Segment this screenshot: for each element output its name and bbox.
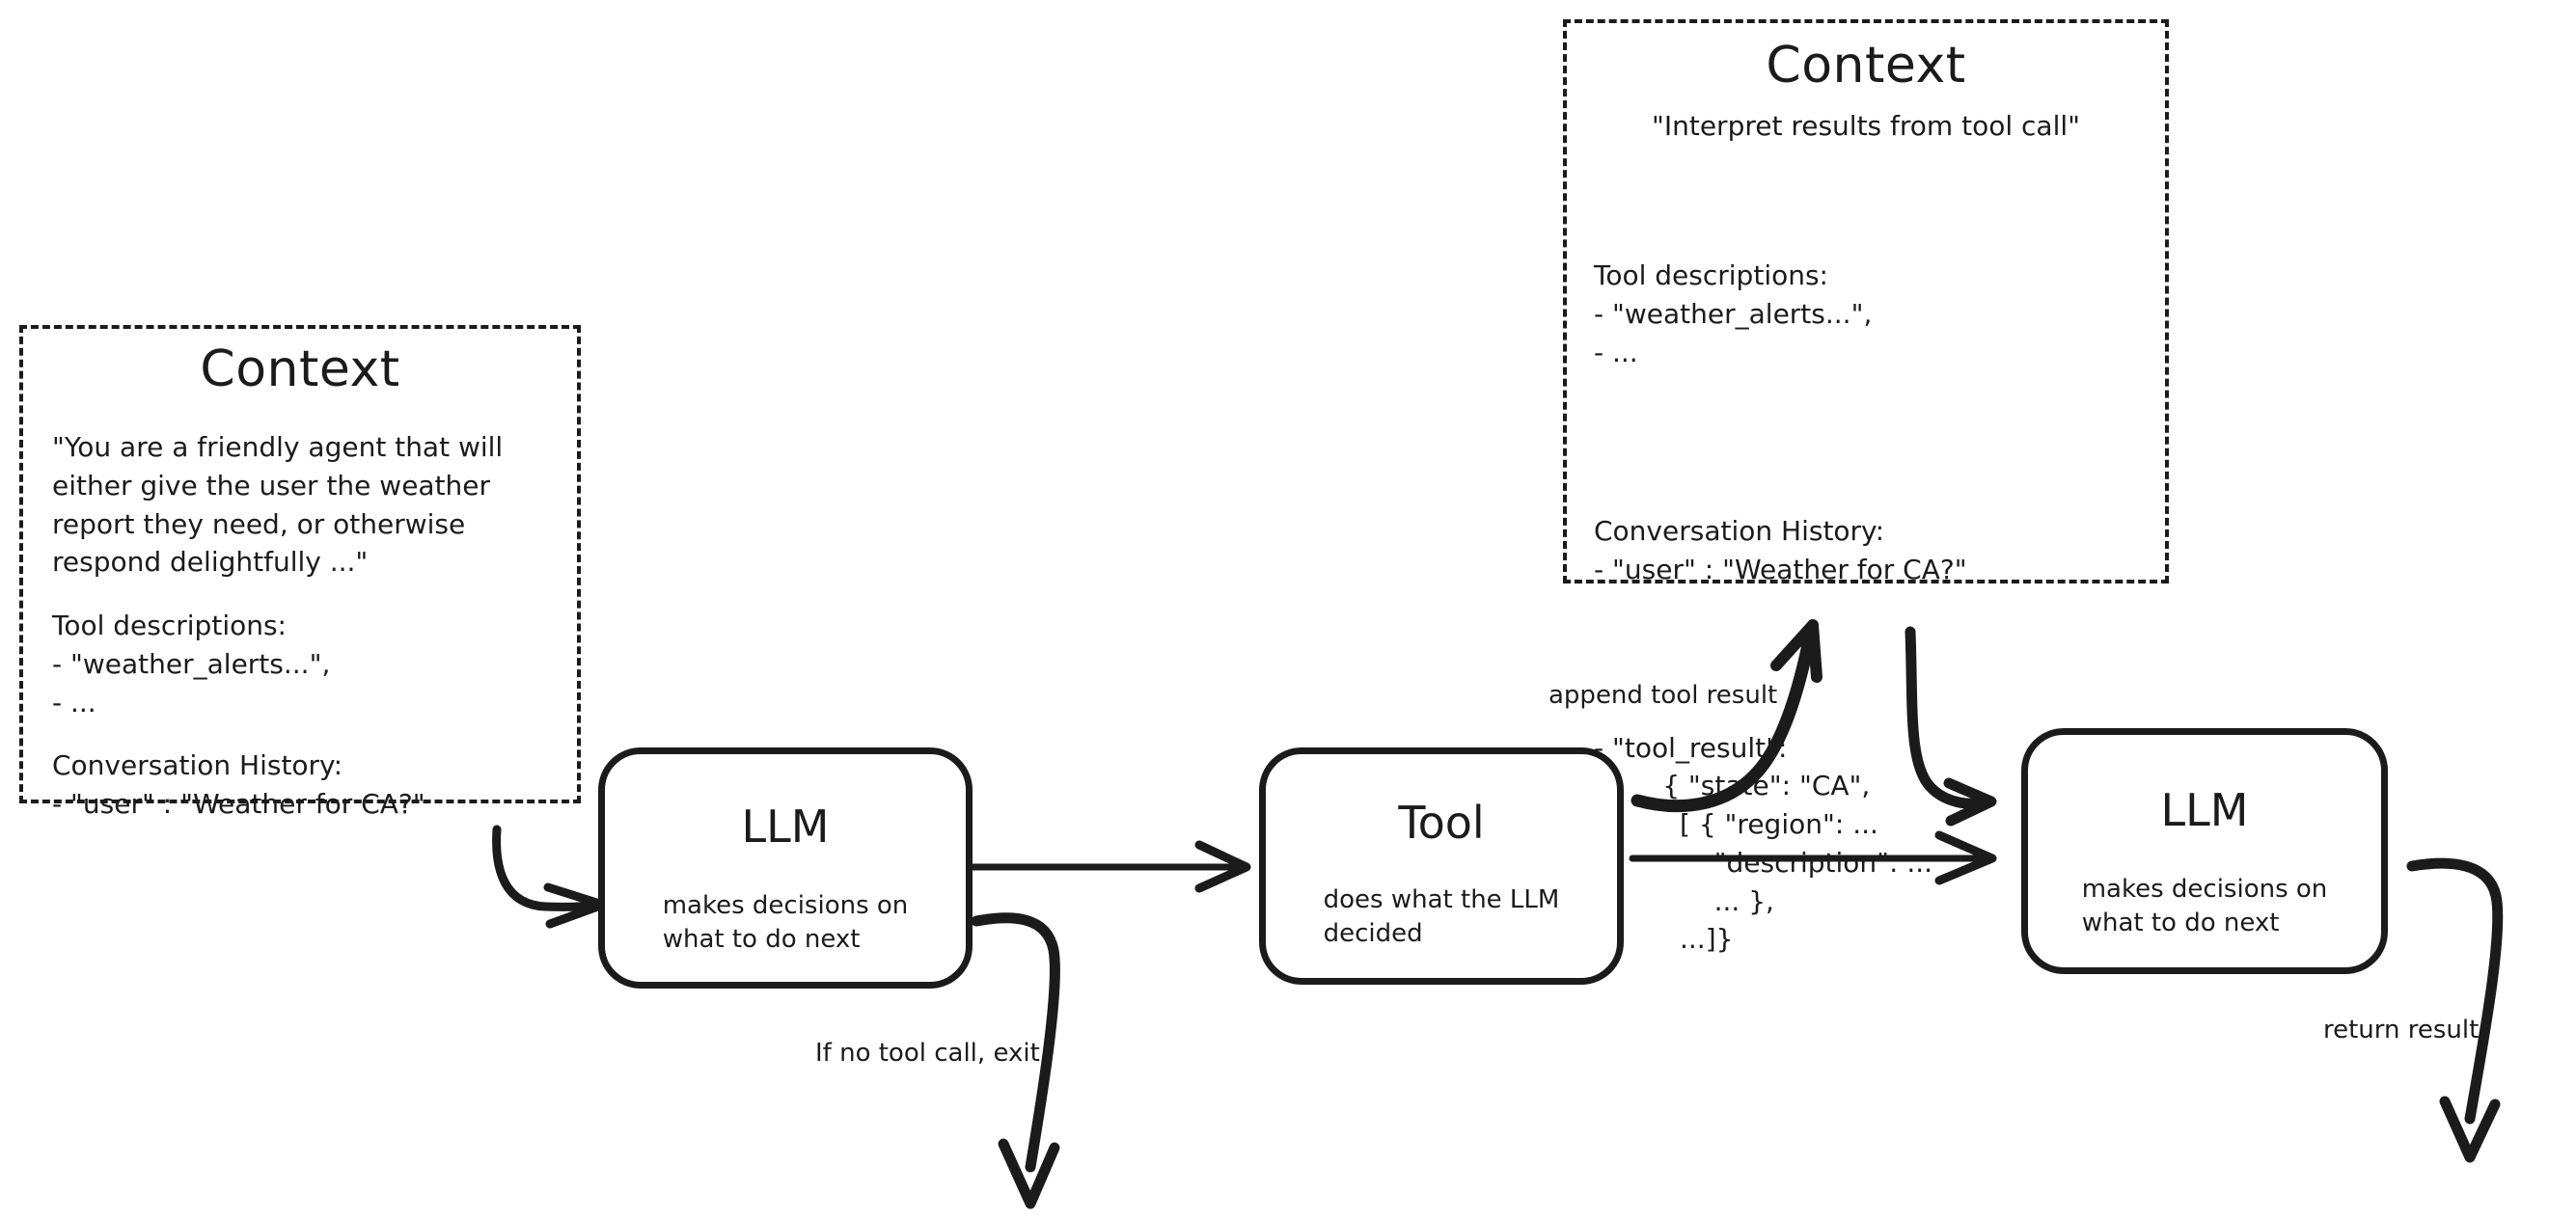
node-tool-title: Tool (1398, 797, 1485, 849)
node-tool[interactable]: Tool does what the LLM decided (1259, 747, 1624, 985)
context-right-tool-descriptions: Tool descriptions: - "weather_alerts...",… (1594, 257, 2165, 371)
node-llm-left[interactable]: LLM makes decisions on what to do next (598, 747, 973, 989)
context-right-tool-descriptions-heading: Tool descriptions: (1594, 259, 1828, 292)
context-right-conversation-user: - "user" : "Weather for CA?" (1594, 553, 1967, 585)
context-right-tool-descriptions-items: - "weather_alerts...", - ... (1594, 298, 1873, 368)
context-right-conversation-heading: Conversation History: (1594, 514, 1885, 547)
context-left-tool-descriptions-heading: Tool descriptions: (52, 610, 287, 642)
node-tool-subtitle: does what the LLM decided (1323, 885, 1560, 949)
context-right-tool-result: - "tool_result": { "state": "CA", [ { "r… (1594, 731, 1933, 956)
context-left-title: Context (200, 340, 400, 398)
context-box-right: Context "Interpret results from tool cal… (1563, 19, 2169, 955)
node-llm-right[interactable]: LLM makes decisions on what to do next (2021, 728, 2388, 974)
node-llm-right-subtitle: makes decisions on what to do next (2081, 875, 2328, 938)
context-right-instruction: "Interpret results from tool call" (1651, 110, 2081, 143)
arrow-llm-left-to-tool (967, 840, 1251, 893)
context-left-tool-descriptions: Tool descriptions: - "weather_alerts...",… (52, 607, 577, 721)
context-left-conversation: Conversation History: - "user" : "Weather… (52, 746, 577, 824)
context-left-tool-descriptions-items: - "weather_alerts...", - ... (52, 647, 331, 719)
context-right-title: Context (1766, 37, 1966, 95)
edge-label-if-no-tool-call-exit: If no tool call, exit (815, 1039, 1040, 1068)
context-left-conversation-heading: Conversation History: (52, 749, 343, 782)
context-box-left: Context "You are a friendly agent that wi… (19, 325, 581, 820)
node-llm-left-subtitle: makes decisions on what to do next (662, 891, 909, 955)
context-left-system-prompt: "You are a friendly agent that will eith… (52, 431, 504, 579)
arrow-context-to-llm-left (492, 825, 608, 929)
edge-label-append-tool-result: append tool result (1548, 681, 1778, 710)
node-llm-left-title: LLM (741, 800, 830, 853)
arrow-return-result (2406, 857, 2504, 1163)
context-right-conversation: Conversation History: - "user" : "Weather… (1594, 512, 2165, 589)
edge-label-return-result: return result (2323, 1016, 2480, 1045)
node-llm-right-title: LLM (2160, 784, 2249, 836)
context-left-conversation-items: - "user" : "Weather for CA?" (52, 788, 425, 821)
